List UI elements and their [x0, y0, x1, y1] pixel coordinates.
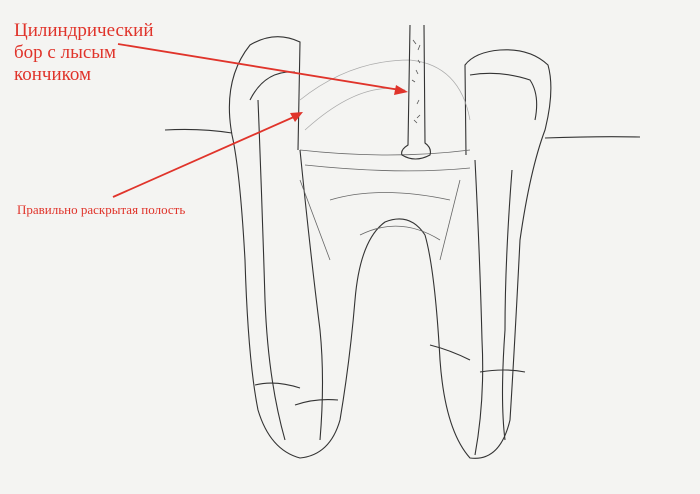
- cavity-arrow: [112, 115, 297, 198]
- pulp-chamber: [299, 149, 471, 261]
- root-canal-right: [474, 159, 513, 456]
- tooth-outline: [228, 36, 552, 459]
- apex-marks: [254, 344, 526, 406]
- bur-label-line: Цилиндрический: [14, 20, 154, 41]
- bur-icon: [401, 24, 431, 160]
- bur-label: Цилиндрический бор с лысым кончиком: [14, 20, 154, 86]
- gum-line-right: [544, 136, 641, 139]
- bur-label-line: бор с лысым: [14, 42, 117, 63]
- bur-arrow: [117, 43, 401, 91]
- bur-label-line: кончиком: [14, 64, 92, 85]
- cavity-label: Правильно раскрытая полость: [17, 202, 186, 217]
- cavity-opening: [299, 59, 471, 131]
- gum-line-left: [164, 128, 233, 134]
